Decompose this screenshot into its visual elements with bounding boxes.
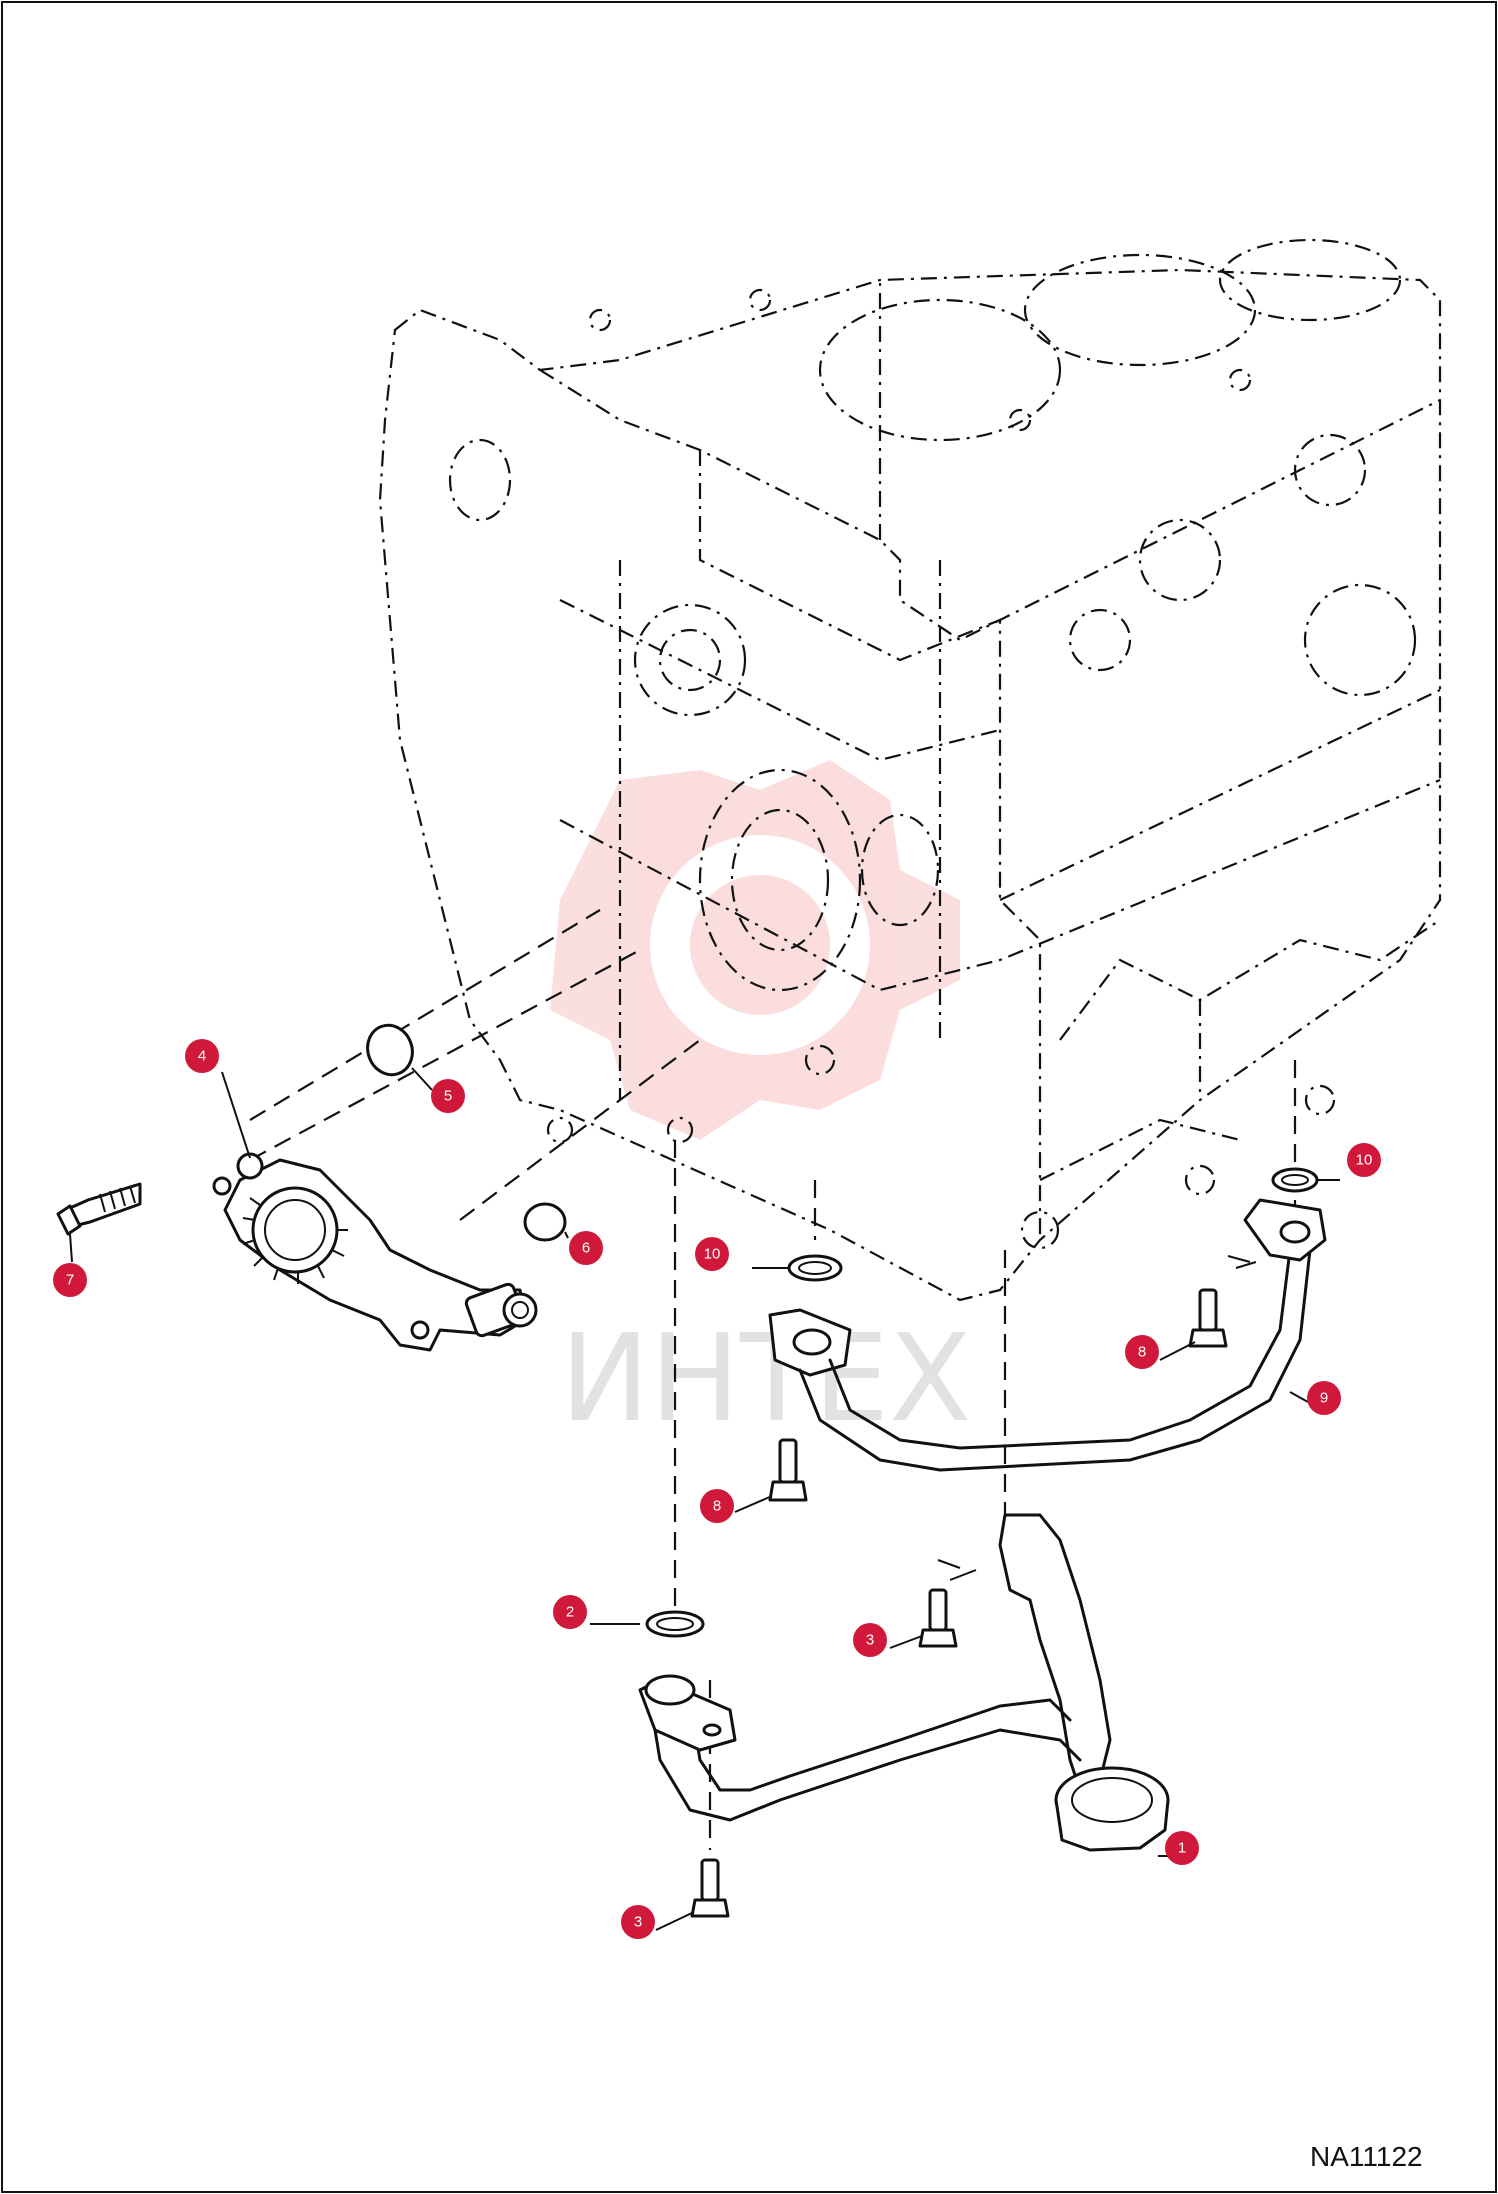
svg-text:1: 1 bbox=[1178, 1840, 1186, 1857]
svg-text:10: 10 bbox=[704, 1246, 721, 1263]
callout-3-upper[interactable]: 3 bbox=[853, 1623, 923, 1657]
svg-text:3: 3 bbox=[634, 1914, 642, 1931]
part-8-bolt-lower bbox=[768, 1438, 808, 1502]
part-5-o-ring bbox=[366, 1023, 414, 1077]
part-6-o-ring bbox=[523, 1202, 567, 1242]
callout-9[interactable]: 9 bbox=[1289, 1381, 1341, 1415]
callout-6[interactable]: 6 bbox=[564, 1231, 603, 1265]
part-8-bolt-upper bbox=[1188, 1288, 1228, 1348]
part-2-o-ring bbox=[645, 1610, 705, 1638]
callout-4[interactable]: 4 bbox=[185, 1039, 251, 1159]
svg-text:3: 3 bbox=[866, 1632, 874, 1649]
watermark-text: ИНТЕХ bbox=[560, 1310, 971, 1449]
callout-5[interactable]: 5 bbox=[411, 1067, 465, 1113]
callout-2[interactable]: 2 bbox=[553, 1595, 640, 1629]
callout-3-lower[interactable]: 3 bbox=[621, 1905, 695, 1939]
svg-text:8: 8 bbox=[713, 1498, 721, 1515]
svg-text:10: 10 bbox=[1356, 1152, 1373, 1169]
part-9-oil-pipe bbox=[768, 1198, 1327, 1472]
svg-text:6: 6 bbox=[582, 1240, 590, 1257]
callout-7[interactable]: 7 bbox=[53, 1233, 87, 1297]
watermark-logo bbox=[550, 760, 960, 1140]
svg-text:5: 5 bbox=[444, 1088, 452, 1105]
part-1-oil-strainer bbox=[638, 1513, 1170, 1852]
callout-10-left[interactable]: 10 bbox=[695, 1237, 788, 1271]
callout-8-upper[interactable]: 8 bbox=[1125, 1335, 1196, 1369]
part-2-o-ring-inner bbox=[656, 1617, 694, 1631]
part-3-bolt-lower bbox=[690, 1858, 730, 1918]
svg-text:8: 8 bbox=[1138, 1344, 1146, 1361]
callout-8-lower[interactable]: 8 bbox=[700, 1489, 773, 1523]
part-10-o-ring-right bbox=[1271, 1167, 1319, 1193]
svg-text:7: 7 bbox=[66, 1272, 74, 1289]
part-3-bolt-upper bbox=[918, 1588, 958, 1648]
part-10-o-ring-left-inner bbox=[798, 1261, 832, 1275]
part-4-oil-pump bbox=[212, 1152, 538, 1352]
drawing-code: NA11122 bbox=[1310, 2141, 1423, 2172]
part-10-o-ring-left bbox=[787, 1254, 843, 1282]
assembly-leader-lines bbox=[249, 909, 1297, 1850]
svg-text:2: 2 bbox=[566, 1604, 574, 1621]
callout-10-right[interactable]: 10 bbox=[1318, 1143, 1381, 1181]
callout-1[interactable]: 1 bbox=[1158, 1831, 1199, 1865]
part-7-bolt bbox=[56, 1182, 142, 1236]
svg-text:4: 4 bbox=[198, 1048, 206, 1065]
engine-block-outline bbox=[378, 238, 1442, 1302]
svg-text:9: 9 bbox=[1320, 1390, 1328, 1407]
part-10-o-ring-right-inner bbox=[1281, 1174, 1309, 1186]
